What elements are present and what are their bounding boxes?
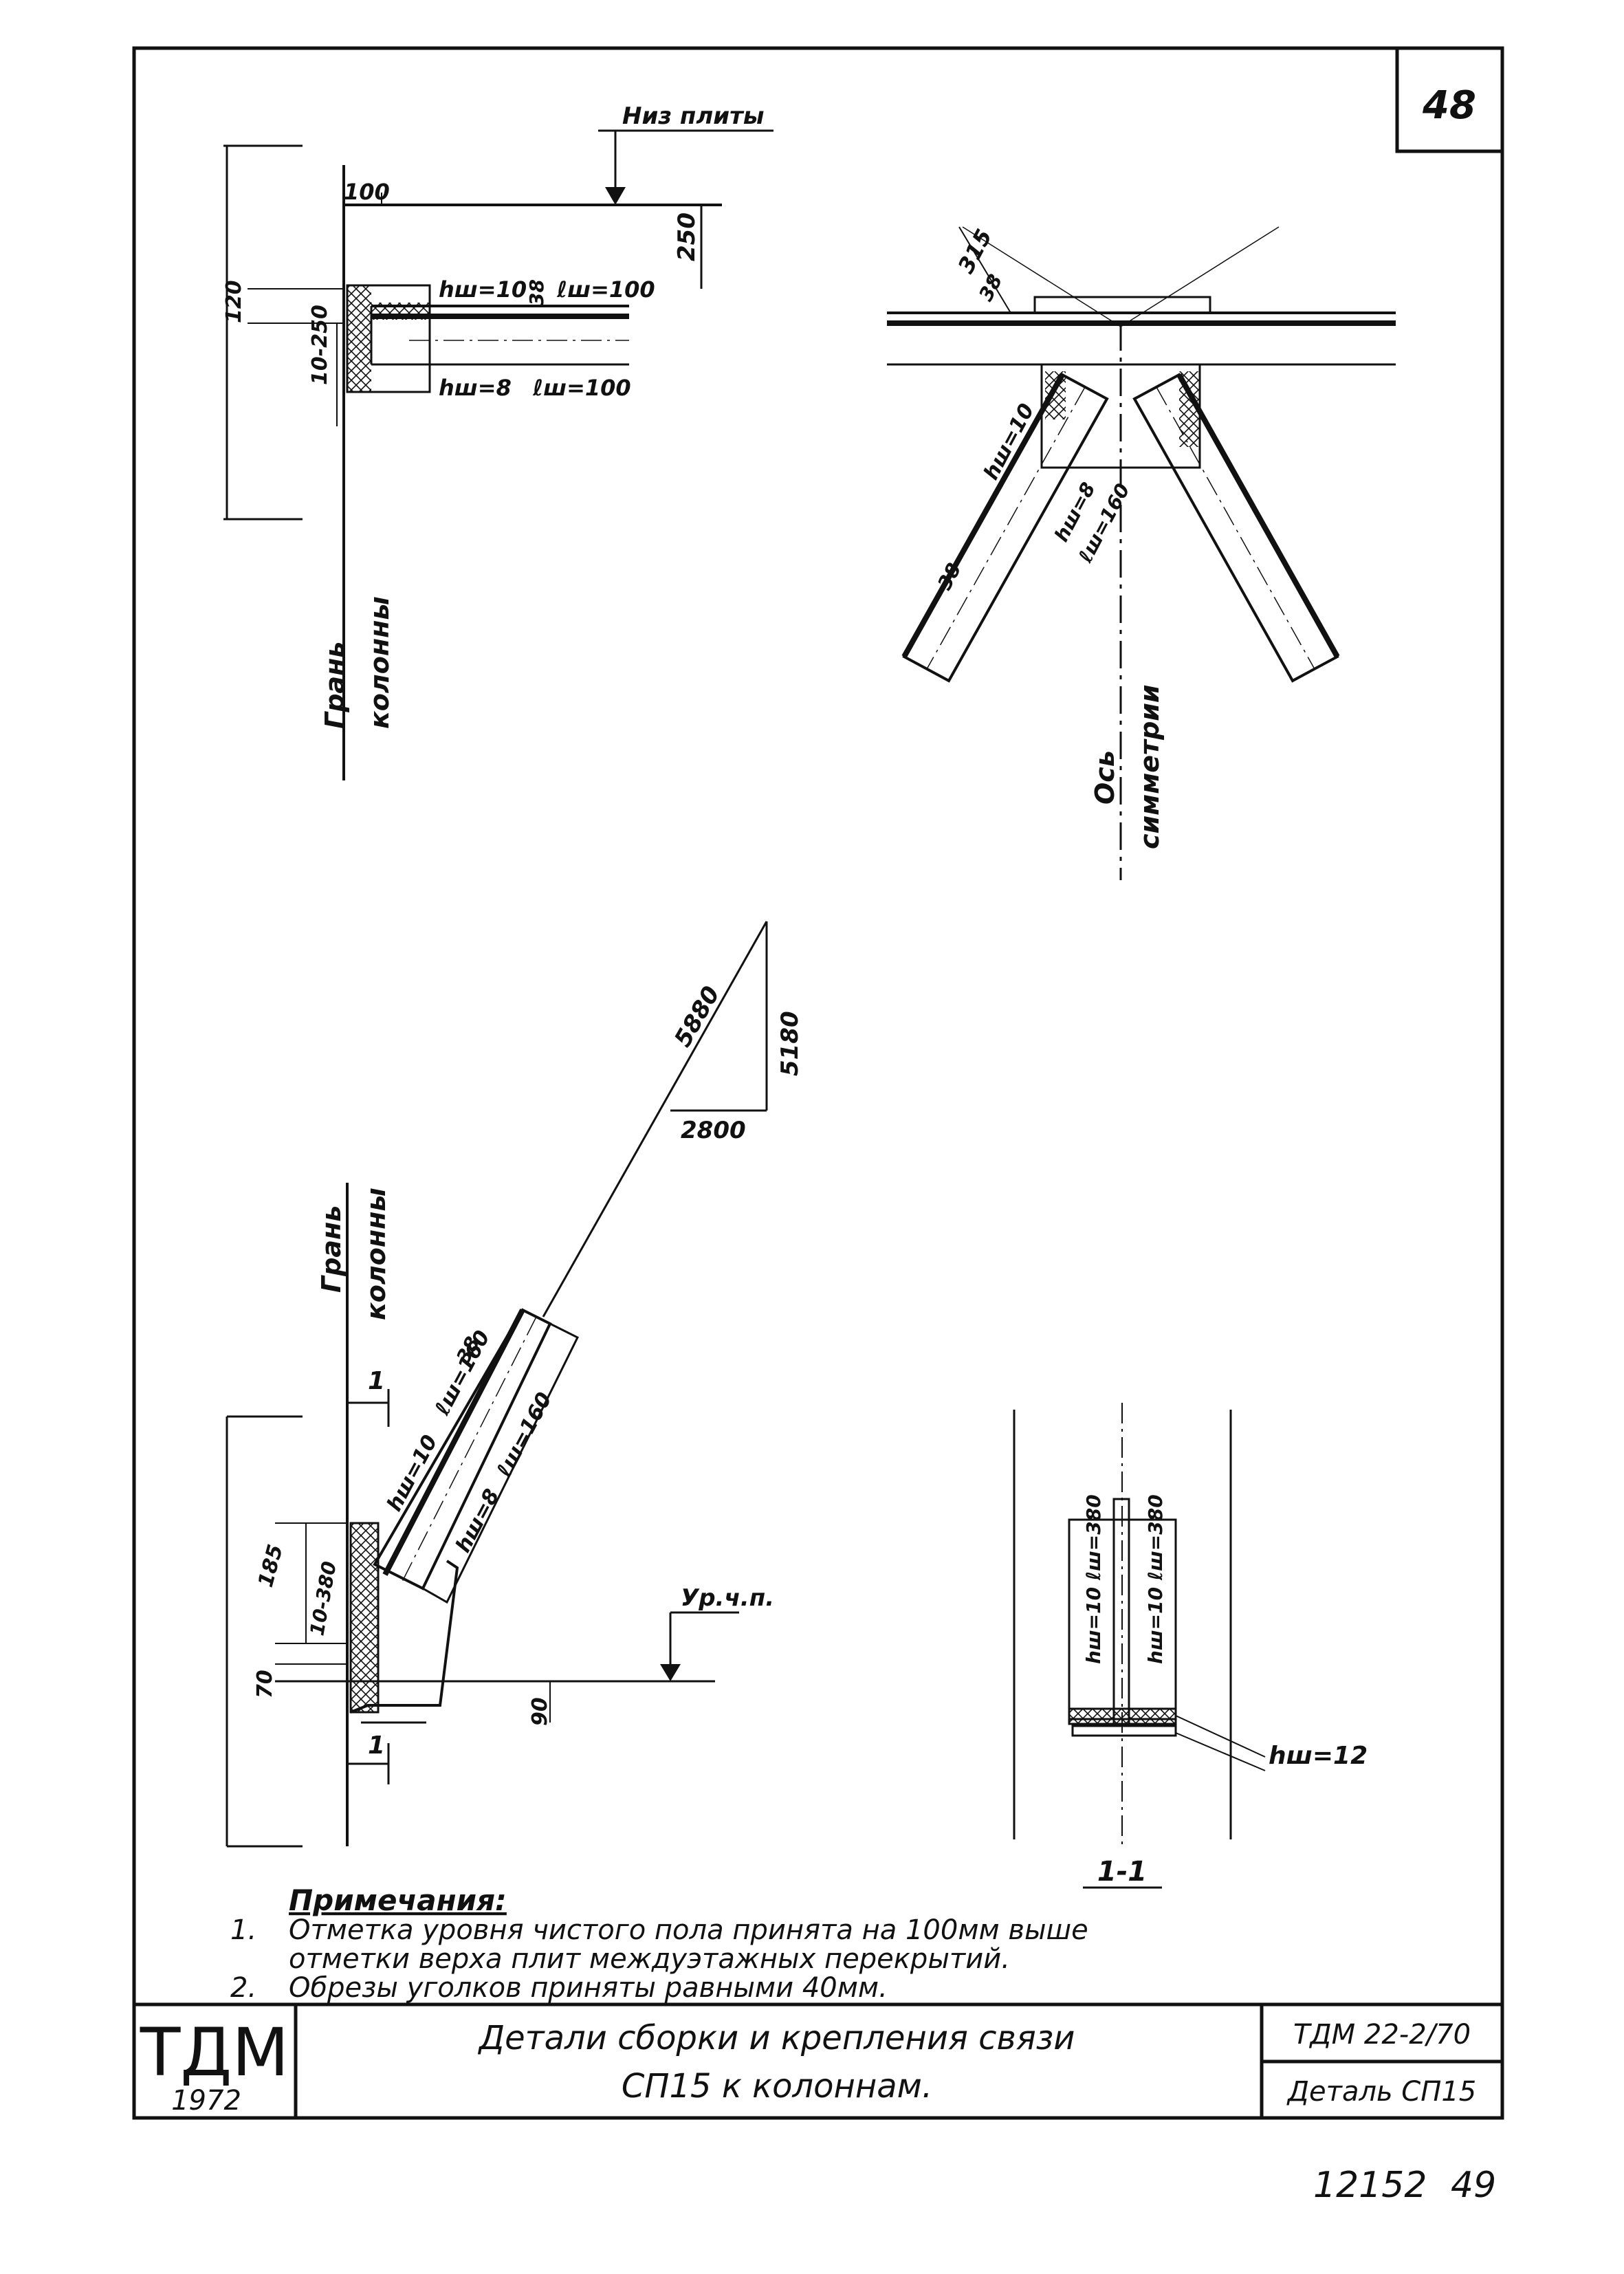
title-year: 1972 bbox=[171, 2085, 241, 2117]
logo-tdm: ТДМ bbox=[140, 2014, 289, 2091]
label-axis-2: симметрии bbox=[1134, 684, 1165, 849]
detail-top-left: Низ плиты 100 250 120 10-250 38 hш=10 ℓш… bbox=[222, 102, 773, 780]
slope-vert: 5180 bbox=[776, 1011, 804, 1076]
level-marker bbox=[605, 187, 626, 205]
slope-triangle: 5880 5180 2800 bbox=[542, 921, 804, 1318]
section-mark-bottom: 1 bbox=[368, 1731, 385, 1760]
note-1-line2: отметки верха плит междуэтажных перекрыт… bbox=[289, 1943, 1010, 1975]
label-slab-bottom: Низ плиты bbox=[622, 102, 765, 130]
title-line2: СП15 к колоннам. bbox=[622, 2067, 932, 2106]
dim-70: 70 bbox=[253, 1670, 277, 1698]
note-2-num: 2. bbox=[230, 1972, 256, 2004]
note-1-num: 1. bbox=[230, 1914, 256, 1946]
weld-l160b-bottom: ℓш=160 bbox=[492, 1388, 557, 1481]
notes-heading: Примечания: bbox=[289, 1883, 507, 1917]
sheet-number: 48 bbox=[1422, 83, 1476, 128]
sheet-frame: 48 bbox=[132, 46, 1504, 2120]
dim-120: 120 bbox=[222, 280, 246, 323]
title-detail: Деталь СП15 bbox=[1286, 2076, 1476, 2108]
note-1-line1: Отметка уровня чистого пола принята на 1… bbox=[289, 1914, 1088, 1946]
footer-number-b: 49 bbox=[1451, 2165, 1496, 2206]
dim-38: 38 bbox=[525, 279, 548, 306]
dim-315: 315 bbox=[953, 225, 998, 278]
detail-bottom-left: Грань колонны 1 1 38 hш=10 ℓш=160 hш=8 ℓ… bbox=[226, 1183, 774, 1848]
weld-h8-bottom: hш=8 bbox=[451, 1485, 504, 1557]
footer-number-a: 12152 bbox=[1313, 2165, 1427, 2206]
note-2-line1: Обрезы уголков приняты равными 40мм. bbox=[289, 1972, 888, 2004]
weld-top-h: hш=10 bbox=[439, 276, 527, 303]
weld-h10-l380-b: hш=10 ℓш=380 bbox=[1144, 1494, 1167, 1664]
label-column-face-bottom-1: Грань bbox=[316, 1205, 347, 1293]
dim-38b: 38 bbox=[933, 559, 965, 593]
dim-100: 100 bbox=[344, 179, 390, 205]
dim-10-380: 10-380 bbox=[305, 1560, 340, 1637]
top-plate bbox=[1033, 296, 1211, 314]
weld-hatch bbox=[347, 285, 371, 392]
label-column-face-2: колонны bbox=[364, 596, 395, 729]
gusset-bottom bbox=[349, 1522, 380, 1714]
section-1-1: hш=10 ℓш=380 hш=10 ℓш=380 hш=12 1-1 bbox=[1013, 1403, 1368, 1889]
slope-horiz: 2800 bbox=[681, 1117, 746, 1144]
dim-90: 90 bbox=[528, 1697, 552, 1726]
detail-top-right: 315 38 38 hш=10 hш=8 ℓш=160 Ось симметри… bbox=[887, 225, 1396, 880]
weld-bot-l: ℓш=100 bbox=[532, 375, 631, 401]
label-column-face-bottom-2: колонны bbox=[361, 1188, 391, 1320]
weld-top-l: ℓш=100 bbox=[556, 276, 655, 303]
title-block: ТДМ 1972 Детали сборки и крепления связи… bbox=[134, 2002, 1502, 2118]
section-title: 1-1 bbox=[1097, 1856, 1147, 1888]
dim-250: 250 bbox=[673, 212, 701, 261]
notes: Примечания: 1. Отметка уровня чистого по… bbox=[230, 1883, 1088, 2004]
sheet-number-box bbox=[1395, 46, 1504, 153]
dim-185: 185 bbox=[254, 1542, 288, 1590]
dim-10-250: 10-250 bbox=[308, 305, 332, 385]
brace-right bbox=[1132, 373, 1339, 683]
weld-h12: hш=12 bbox=[1269, 1742, 1368, 1770]
label-column-face-1: Грань bbox=[320, 642, 350, 729]
title-code: ТДМ 22-2/70 bbox=[1293, 2019, 1471, 2051]
slope-hyp: 5880 bbox=[669, 982, 725, 1052]
section-mark-top: 1 bbox=[368, 1367, 385, 1395]
slope-hypotenuse bbox=[542, 921, 768, 1318]
label-axis-1: Ось bbox=[1090, 750, 1120, 805]
label-floor-level: Ур.ч.п. bbox=[681, 1584, 774, 1612]
weld-h10-bottom: hш=10 bbox=[382, 1431, 442, 1515]
title-line1: Детали сборки и крепления связи bbox=[478, 2019, 1075, 2057]
weld-h10-l380-a: hш=10 ℓш=380 bbox=[1082, 1494, 1105, 1664]
weld-bot-h: hш=8 bbox=[439, 375, 512, 401]
